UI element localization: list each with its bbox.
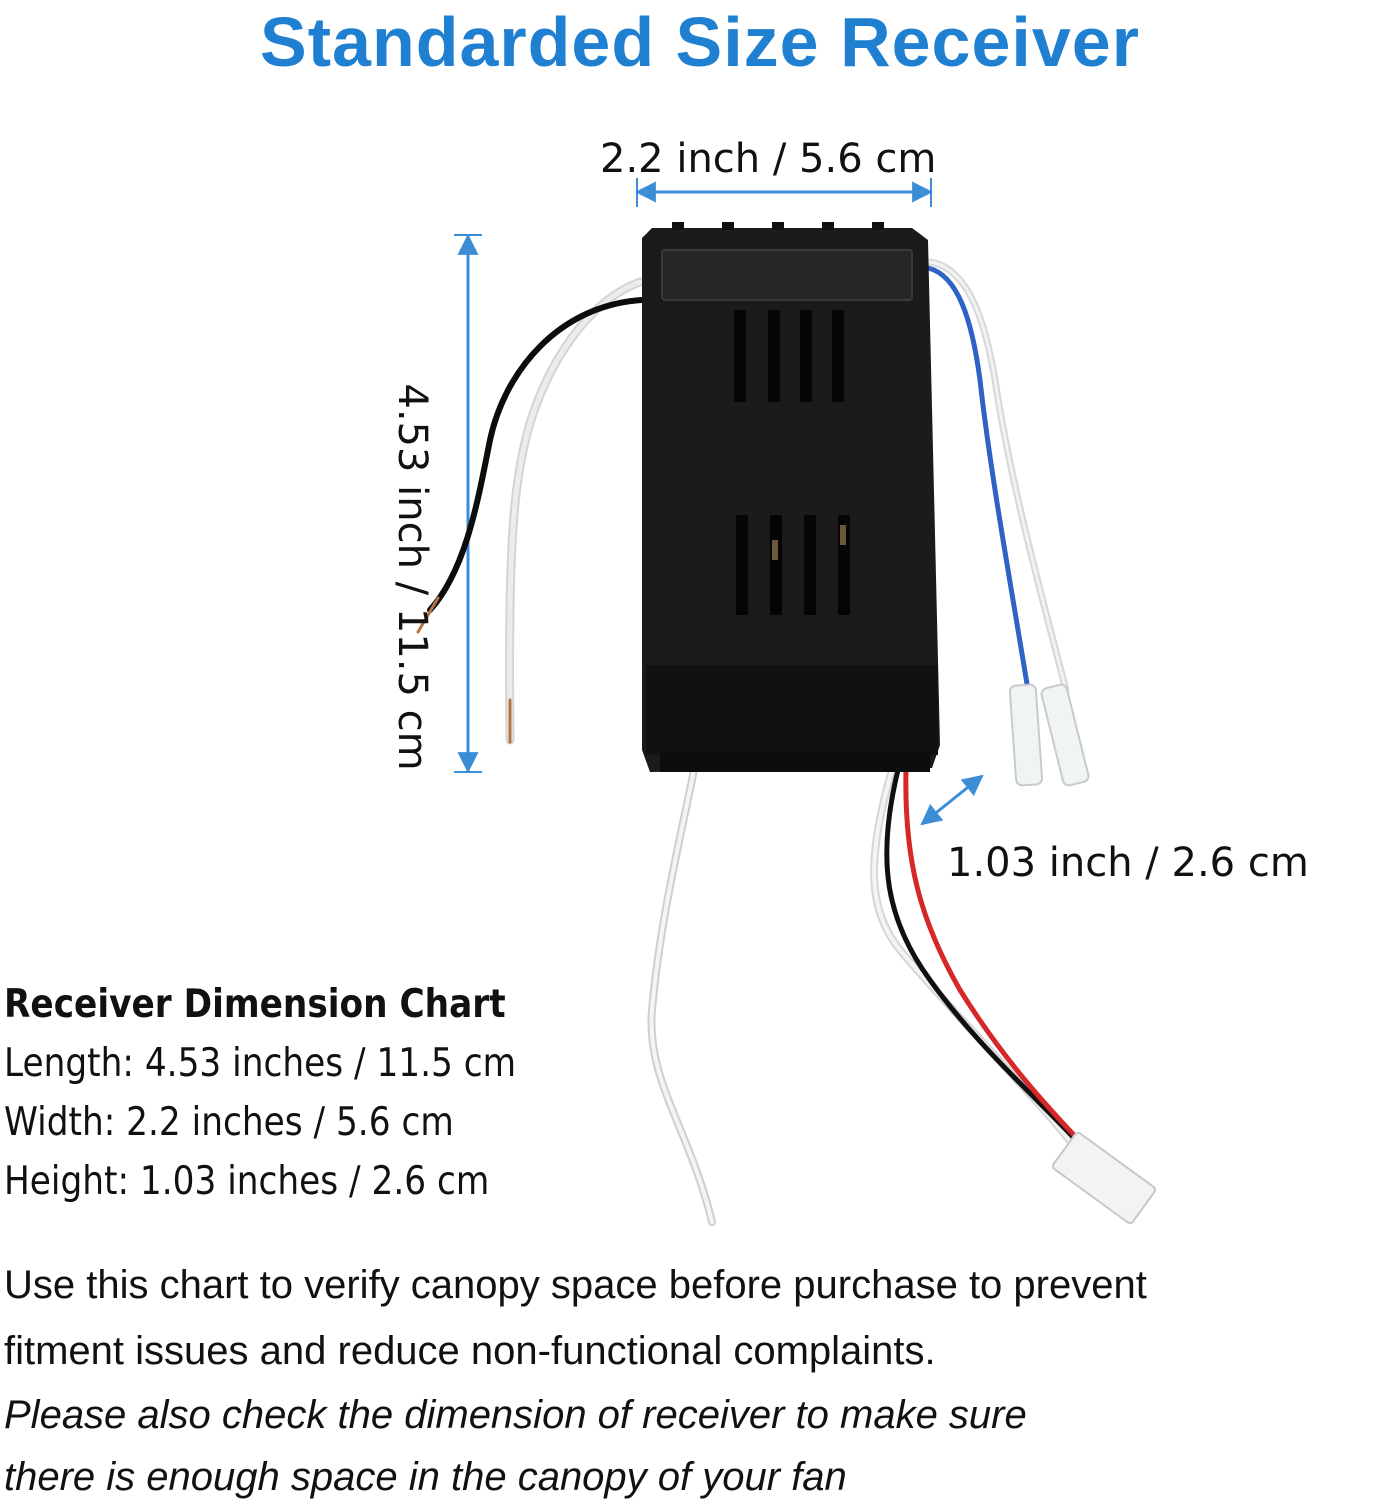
receiver-illustration xyxy=(416,178,1156,1226)
note-italic-line-1: Please also check the dimension of recei… xyxy=(4,1393,1027,1437)
note-italic-line-2: there is enough space in the canopy of y… xyxy=(4,1455,847,1499)
length-arrow xyxy=(454,233,482,774)
note-line-1: Use this chart to verify canopy space be… xyxy=(4,1263,1147,1307)
spade-connectors xyxy=(1008,683,1090,787)
height-dimension-label: 1.03 inch / 2.6 cm xyxy=(947,840,1309,886)
right-wires xyxy=(925,258,1070,694)
dimension-row-width: Width: 2.2 inches / 5.6 cm xyxy=(4,1100,454,1145)
receiver-body xyxy=(642,222,940,772)
page-title: Standarded Size Receiver xyxy=(260,3,1140,81)
width-dimension-label: 2.2 inch / 5.6 cm xyxy=(600,136,937,182)
dimension-row-length: Length: 4.53 inches / 11.5 cm xyxy=(4,1041,517,1086)
dimension-chart: Receiver Dimension Chart Length: 4.53 in… xyxy=(4,975,586,1211)
purchase-note: Use this chart to verify canopy space be… xyxy=(4,1252,1279,1508)
note-line-2: fitment issues and reduce non-functional… xyxy=(4,1329,936,1373)
dimension-chart-title: Receiver Dimension Chart xyxy=(4,982,506,1027)
length-dimension-label: 4.53 inch / 11.5 cm xyxy=(389,383,435,771)
plug-connector xyxy=(1052,1131,1156,1225)
dimension-row-height: Height: 1.03 inches / 2.6 cm xyxy=(4,1159,490,1204)
width-arrow xyxy=(634,178,934,207)
bottom-wires xyxy=(647,766,1091,1226)
height-arrow xyxy=(920,774,984,826)
left-wires xyxy=(416,277,645,745)
